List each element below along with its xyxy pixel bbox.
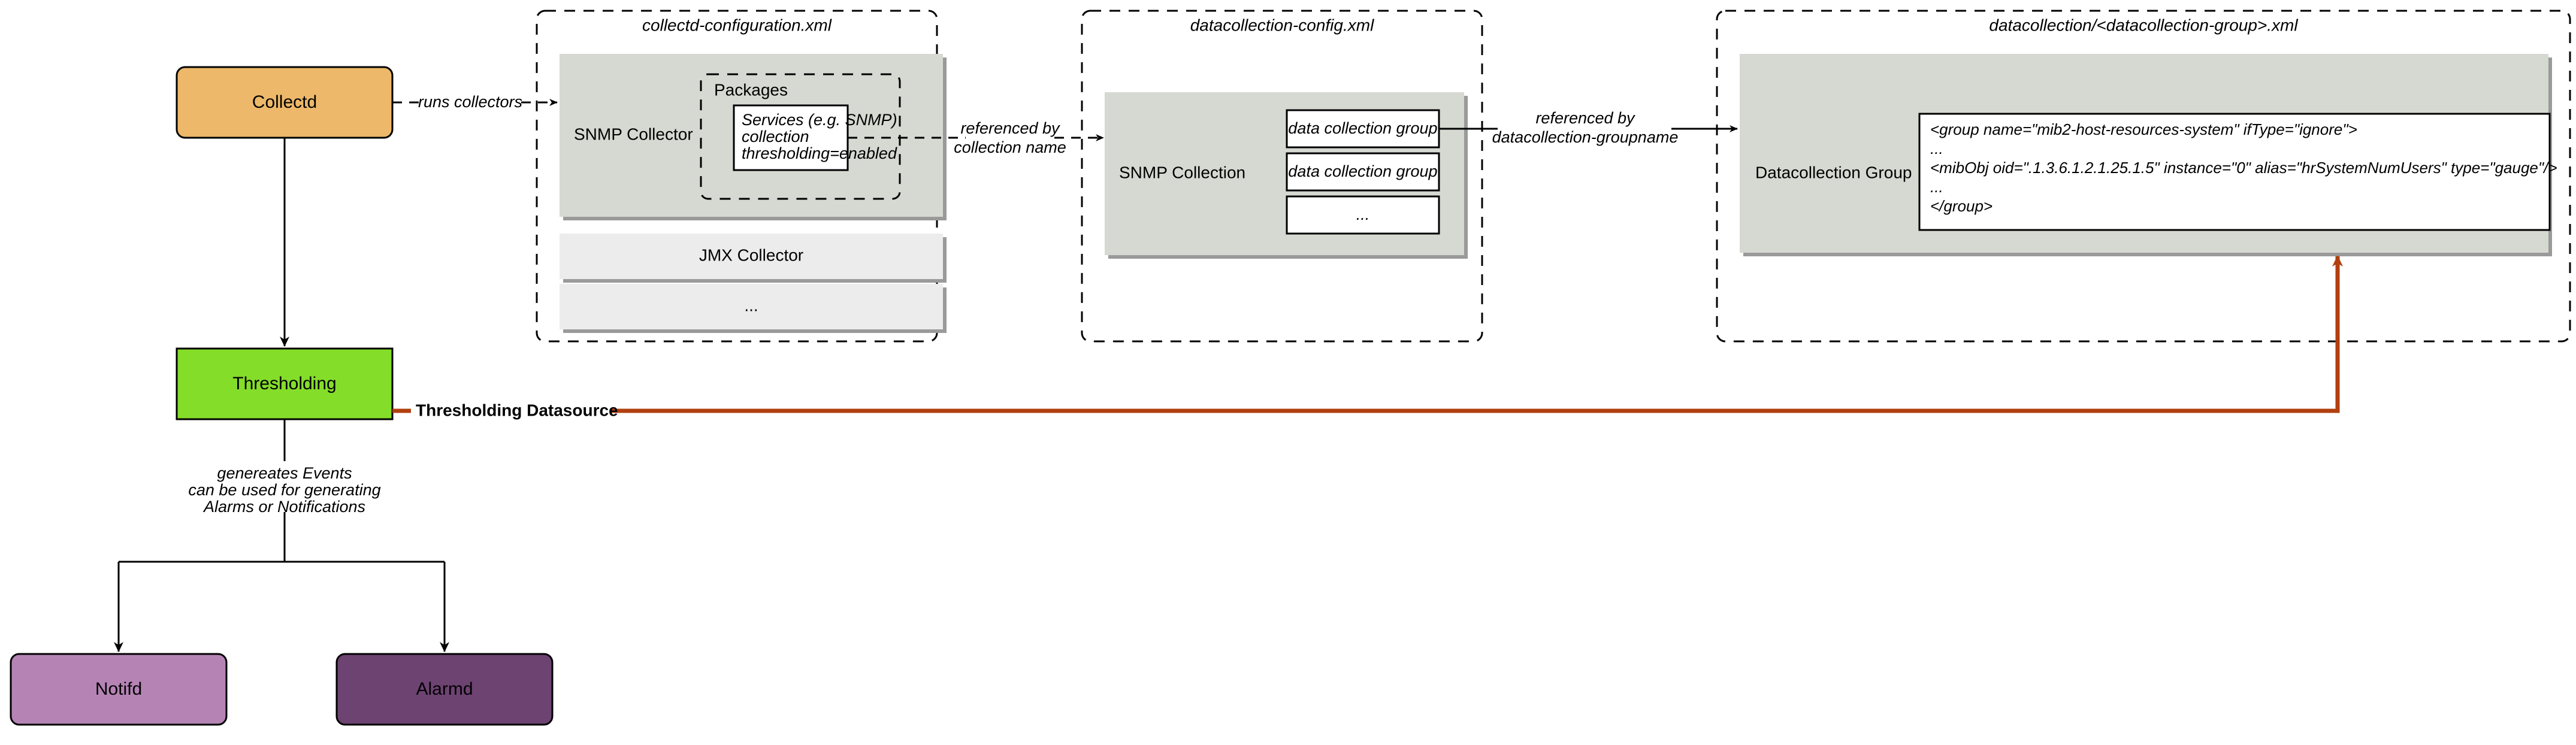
- data-collection-group-box-2: [1286, 152, 1440, 192]
- note-generates-line1: genereates Events: [217, 464, 352, 482]
- edge-referenced-by-collection-name: referenced by collection name: [848, 119, 1104, 156]
- panel-title-datacollection-config: datacollection-config.xml: [1190, 16, 1374, 34]
- xml-line-3: <mibObj oid=".1.3.6.1.2.1.25.1.5" instan…: [1930, 159, 2557, 177]
- xml-line-1: <group name="mib2-host-resources-system"…: [1930, 120, 2357, 138]
- packages-group-border: [700, 73, 901, 200]
- collectd-label: Collectd: [252, 92, 317, 112]
- services-box: [733, 104, 849, 171]
- collector-ellipsis-label: ...: [744, 296, 758, 314]
- edge-thresholding-to-outputs: genereates Events can be used for genera…: [114, 419, 449, 652]
- xml-line-4: ...: [1930, 178, 1943, 196]
- panel-border-collectd-configuration: [536, 10, 938, 343]
- panel-title-collectd-configuration: collectd-configuration.xml: [642, 16, 832, 34]
- panel-border-datacollection-config: [1081, 10, 1483, 343]
- edge-label-groupname-line1: referenced by: [1535, 109, 1635, 127]
- jmx-collector-block: [560, 234, 943, 279]
- edge-referenced-by-groupname: referenced by datacollection-groupname: [1439, 109, 1738, 146]
- thresholding-box[interactable]: [176, 347, 394, 420]
- node-alarmd[interactable]: Alarmd: [335, 653, 554, 726]
- snmp-collection-label: SNMP Collection: [1119, 163, 1245, 181]
- data-collection-group-box-1: [1286, 109, 1440, 149]
- edge-thresholding-datasource: Thresholding Datasource: [392, 255, 2343, 419]
- edge-label-thresholding-datasource: Thresholding Datasource: [416, 401, 618, 419]
- data-collection-group-box-3: [1286, 195, 1440, 235]
- data-collection-group-label-2: data collection group: [1288, 162, 1437, 180]
- panel-title-datacollection-group: datacollection/<datacollection-group>.xm…: [1989, 16, 2298, 34]
- jmx-collector-label: JMX Collector: [699, 246, 803, 264]
- xml-line-2: ...: [1930, 140, 1943, 158]
- panel-collectd-configuration: collectd-configuration.xml SNMP Collecto…: [536, 10, 947, 343]
- alarmd-box[interactable]: [335, 653, 554, 726]
- panel-datacollection-config: datacollection-config.xml SNMP Collectio…: [1081, 10, 1483, 343]
- note-generates-line2: can be used for generating: [188, 481, 380, 499]
- data-collection-group-label-1: data collection group: [1288, 119, 1437, 137]
- services-line-3: thresholding=enabled: [742, 144, 897, 162]
- node-collectd[interactable]: Collectd: [176, 66, 394, 139]
- thresholding-label: Thresholding: [232, 374, 336, 393]
- edge-runs-collectors: runs collectors: [392, 93, 558, 111]
- panel-border-datacollection-group: [1716, 10, 2571, 343]
- node-thresholding[interactable]: Thresholding: [176, 347, 394, 420]
- datacollection-group-label: Datacollection Group: [1755, 163, 1912, 181]
- note-generates-line3: Alarms or Notifications: [202, 498, 365, 516]
- alarmd-label: Alarmd: [416, 679, 473, 699]
- xml-snippet-box: [1918, 113, 2551, 231]
- packages-group-label: Packages: [714, 80, 788, 99]
- edge-label-groupname-line2: datacollection-groupname: [1492, 128, 1679, 146]
- services-line-1: Services (e.g. SNMP): [742, 111, 897, 129]
- edge-label-runs-collectors: runs collectors: [418, 93, 522, 111]
- collector-ellipsis-block: [560, 284, 943, 329]
- data-collection-group-ellipsis: ...: [1356, 205, 1370, 223]
- snmp-collector-label: SNMP Collector: [574, 125, 693, 143]
- notifd-box[interactable]: [10, 653, 228, 726]
- notifd-label: Notifd: [95, 679, 142, 699]
- panel-datacollection-group: datacollection/<datacollection-group>.xm…: [1716, 10, 2571, 343]
- edge-label-collection-name-line2: collection name: [954, 138, 1066, 156]
- services-line-2: collection: [742, 128, 809, 146]
- xml-line-5: </group>: [1930, 197, 1993, 215]
- edge-label-collection-name-line1: referenced by: [960, 119, 1060, 137]
- node-notifd[interactable]: Notifd: [10, 653, 228, 726]
